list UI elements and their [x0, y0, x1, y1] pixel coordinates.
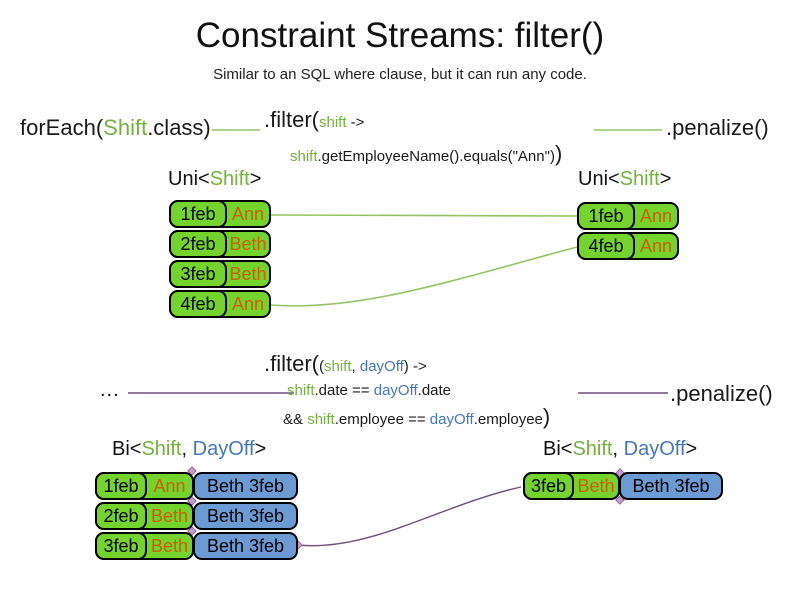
code-token-dayoff-var: dayOff [429, 411, 474, 428]
employee-cell: Ann [231, 203, 265, 224]
employee-cell: Beth [577, 475, 615, 496]
label-token-shift: Shift [572, 438, 613, 460]
code-token: forEach( [20, 115, 104, 140]
filter2-call-line2: shift.date == dayOff.date [287, 382, 451, 399]
label-token: > [659, 168, 672, 190]
employee-cell: Beth [229, 233, 267, 254]
dayoff-cell: Beth 3feb [193, 502, 298, 530]
date-cell: 3feb [169, 260, 227, 288]
label-token: , [612, 438, 624, 460]
bi-label-left: Bi<Shift, DayOff> [112, 438, 266, 461]
bi-row: 1feb Ann Beth 3feb [95, 472, 298, 500]
code-token-shift-var: shift [287, 382, 315, 399]
code-token: .date == [314, 382, 374, 399]
date-cell: 2feb [169, 230, 227, 258]
label-token-dayoff: DayOff [192, 438, 255, 460]
source-ellipsis: ... [100, 379, 120, 401]
date-cell: 4feb [169, 290, 227, 318]
code-token-dayoff-var: dayOff [373, 382, 418, 399]
filter1-call-line2: shift.getEmployeeName().equals("Ann")) [290, 141, 562, 167]
filter2-call-line1: .filter((shift, dayOff) -> [264, 351, 427, 377]
code-token: .filter( [264, 351, 319, 376]
label-token: Uni< [578, 168, 620, 190]
code-token-dayoff-param: dayOff [359, 358, 404, 375]
code-token-close-paren: ) [554, 141, 563, 166]
code-token: .employee == [334, 411, 430, 428]
code-token-shift-param: shift [319, 114, 347, 131]
code-token-shift-var: shift [290, 148, 318, 165]
date-cell: 3feb [95, 532, 147, 560]
code-token-shift-class: Shift [103, 115, 148, 140]
filter1-call-line1: .filter(shift -> [264, 107, 364, 133]
date-cell: 2feb [95, 502, 147, 530]
date-cell: 1feb [95, 472, 147, 500]
label-token: Uni< [168, 168, 210, 190]
dayoff-cell: Beth 3feb [619, 472, 723, 500]
employee-cell: Ann [639, 235, 673, 256]
code-token: ( [319, 358, 324, 375]
label-token: Bi< [543, 438, 573, 460]
label-token: > [254, 438, 267, 460]
code-token: && [283, 411, 308, 428]
code-token: .getEmployeeName().equals("Ann") [317, 148, 555, 165]
code-token-arrow: -> [408, 358, 427, 375]
label-token-shift: Shift [619, 168, 660, 190]
code-token-shift-var: shift [307, 411, 335, 428]
employee-cell: Beth [150, 535, 189, 556]
code-token: .employee [473, 411, 543, 428]
employee-cell: Ann [231, 293, 265, 314]
employee-cell: Ann [153, 475, 186, 496]
label-token: Bi< [112, 438, 142, 460]
bi-label-right: Bi<Shift, DayOff> [543, 438, 697, 461]
label-token-shift: Shift [141, 438, 182, 460]
filter2-call-line3: && shift.employee == dayOff.employee) [283, 404, 550, 430]
employee-cell: Beth [229, 263, 267, 284]
penalize1-call: .penalize() [666, 115, 769, 140]
date-cell: 3feb [523, 472, 574, 500]
foreach-call: forEach(Shift.class) [20, 115, 211, 141]
uni-shift-label-left: Uni<Shift> [168, 168, 261, 191]
label-token: > [249, 168, 262, 190]
code-token-close-paren: ) [542, 404, 551, 429]
code-token: .filter( [264, 107, 319, 132]
label-token: , [181, 438, 193, 460]
page-title: Constraint Streams: filter() [195, 16, 605, 55]
code-token: ) [403, 358, 409, 375]
date-cell: 4feb [577, 232, 635, 260]
uni-shift-label-right: Uni<Shift> [578, 168, 671, 191]
page-subtitle: Similar to an SQL where clause, but it c… [213, 66, 587, 83]
date-cell: 1feb [577, 202, 635, 230]
employee-cell: Beth [150, 505, 189, 526]
line-row-4feb [270, 246, 578, 307]
line-row-1feb [270, 214, 578, 217]
code-token-arrow: -> [346, 114, 365, 131]
date-cell: 1feb [169, 200, 227, 228]
shift-pair: 1feb Ann [95, 472, 194, 500]
dayoff-cell: Beth 3feb [193, 532, 298, 560]
code-token-shift-param: shift [324, 358, 352, 375]
label-token-dayoff: DayOff [623, 438, 686, 460]
dayoff-cell: Beth 3feb [193, 472, 298, 500]
code-token: .class) [147, 115, 211, 140]
code-token: , [351, 358, 360, 375]
code-token: .date [417, 382, 452, 399]
penalize2-call: .penalize() [670, 381, 773, 406]
employee-cell: Ann [639, 205, 673, 226]
line-birow-to-result [297, 486, 522, 547]
label-token: > [685, 438, 698, 460]
label-token-shift: Shift [209, 168, 250, 190]
